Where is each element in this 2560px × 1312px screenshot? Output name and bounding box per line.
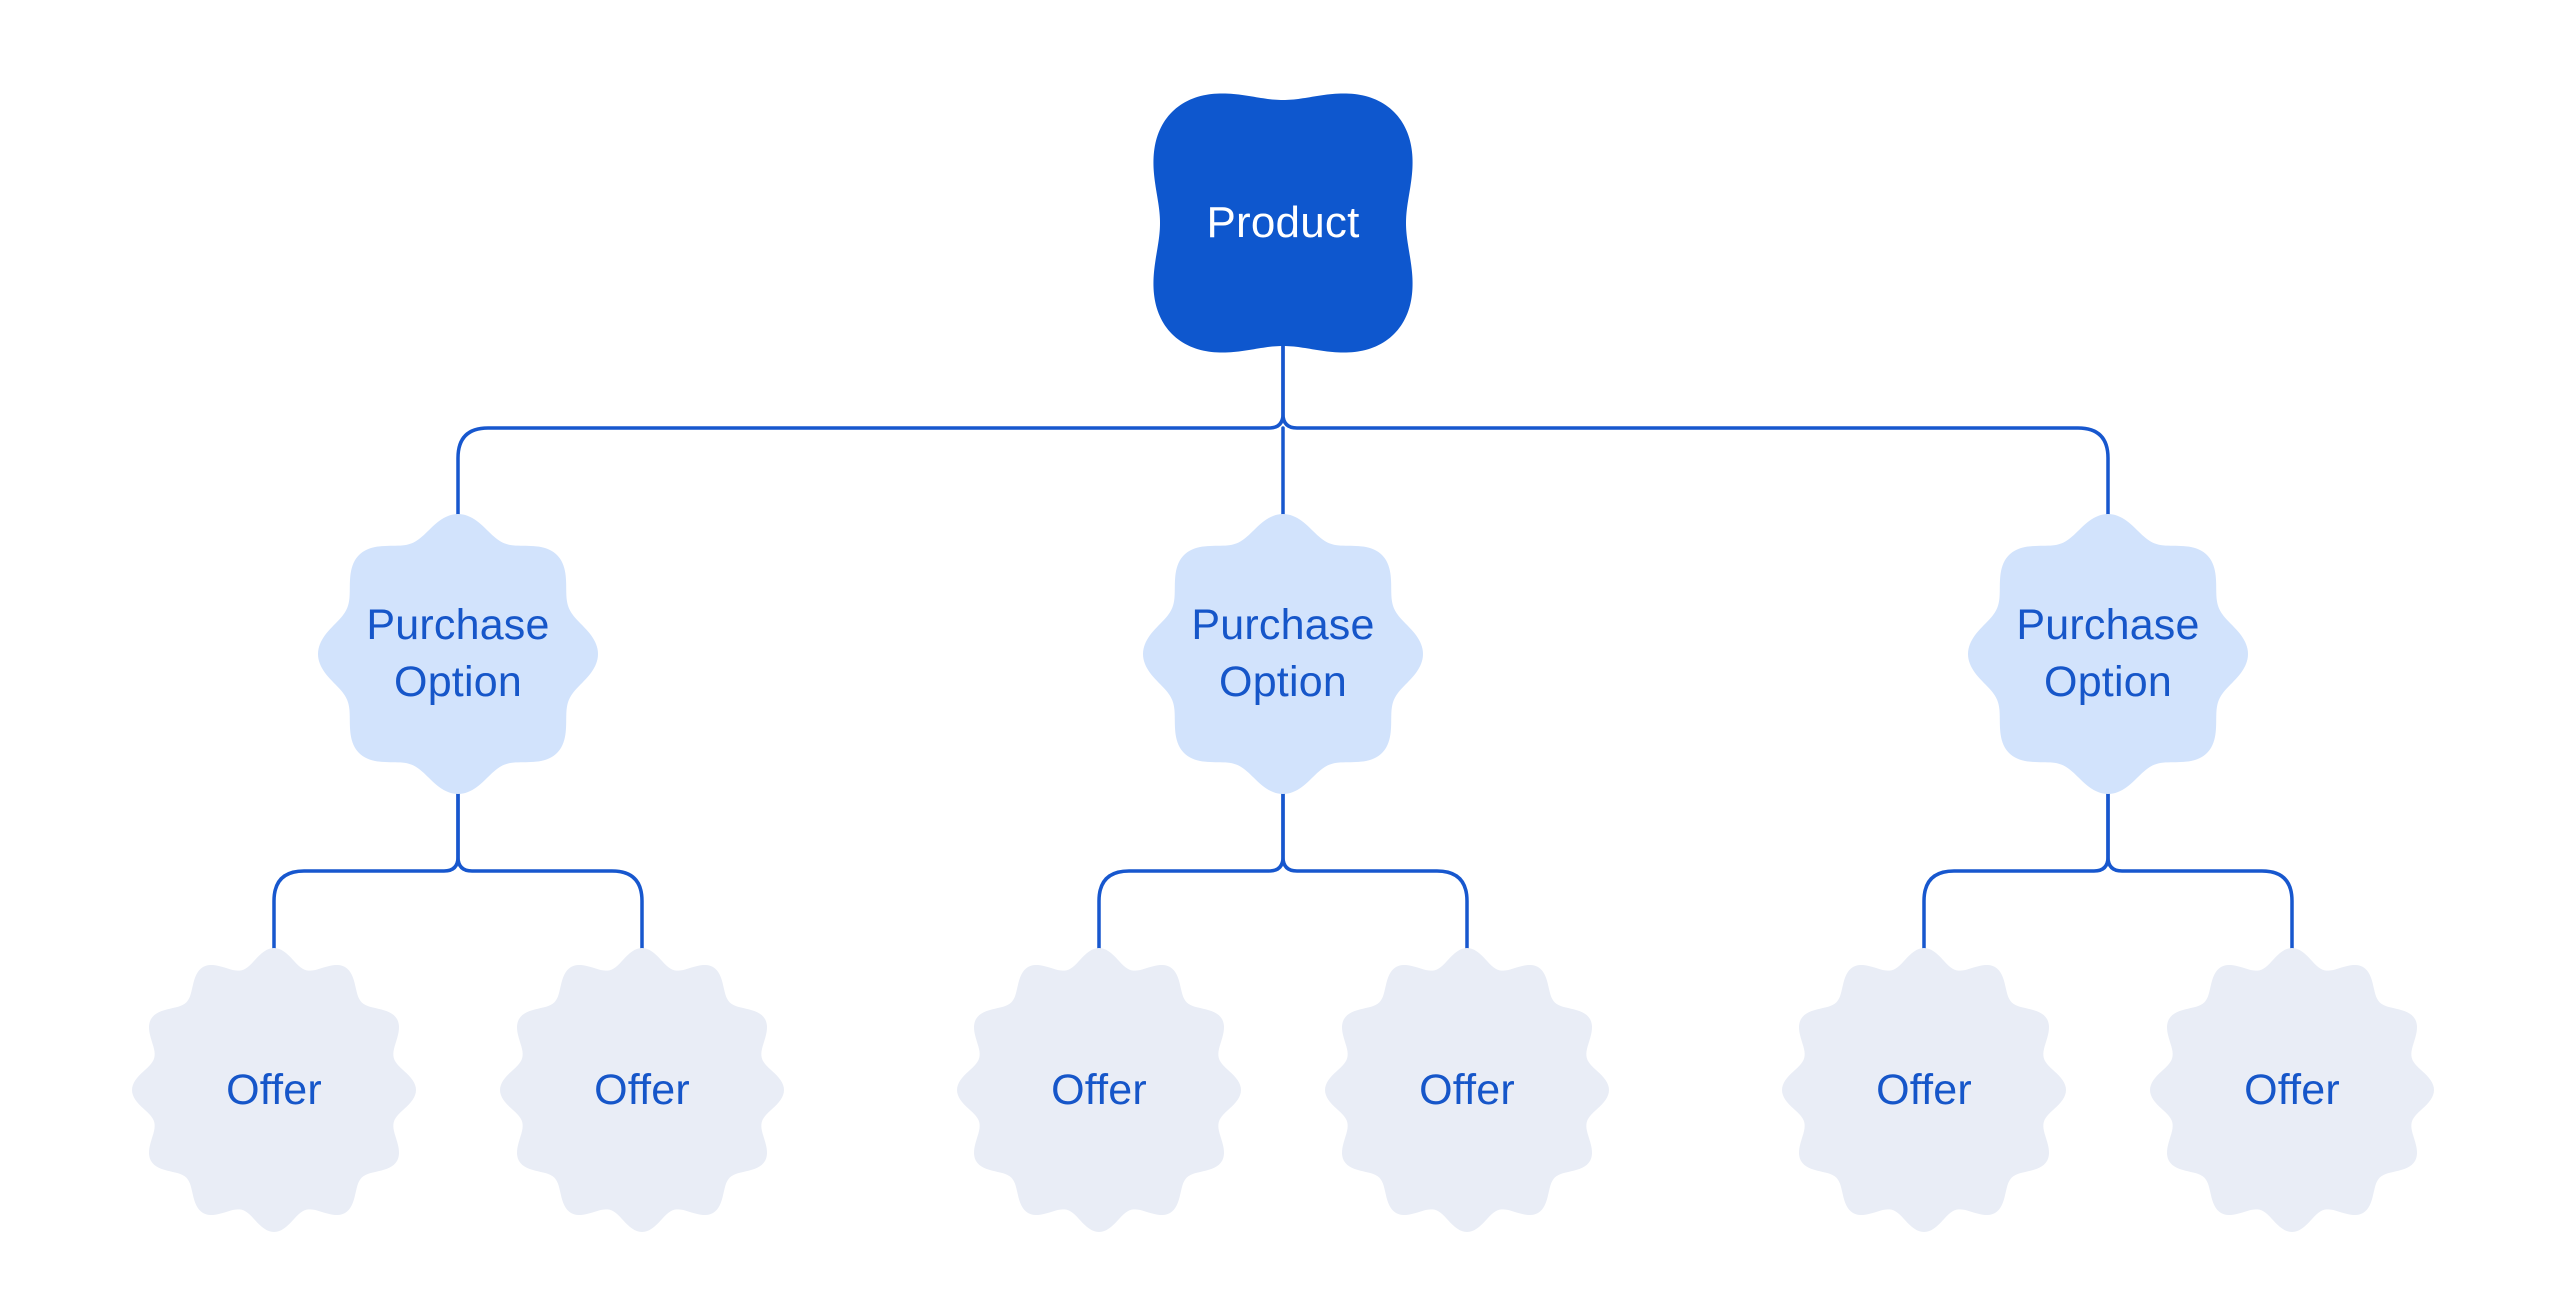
node-offer-1: Offer (124, 940, 424, 1240)
node-purchase-option-3: Purchase Option (1958, 504, 2258, 804)
offer-label: Offer (2244, 1065, 2340, 1114)
node-offer-3: Offer (949, 940, 1249, 1240)
node-offer-2: Offer (492, 940, 792, 1240)
offer-label: Offer (1876, 1065, 1972, 1114)
node-purchase-option-2: Purchase Option (1133, 504, 1433, 804)
offer-blob-shape (1782, 948, 2066, 1232)
offer-blob-shape (2150, 948, 2434, 1232)
offer-blob-shape (132, 948, 416, 1232)
product-blob-shape (1153, 93, 1413, 353)
offer-blob-shape (957, 948, 1241, 1232)
node-product: Product (1133, 73, 1433, 373)
product-label: Product (1206, 197, 1360, 247)
offer-label: Offer (1419, 1065, 1515, 1114)
offer-label: Offer (1051, 1065, 1147, 1114)
node-purchase-option-1: Purchase Option (308, 504, 608, 804)
offer-label: Offer (594, 1065, 690, 1114)
purchase-option-blob-shape (318, 514, 598, 794)
node-offer-5: Offer (1774, 940, 2074, 1240)
offer-label: Offer (226, 1065, 322, 1114)
node-offer-6: Offer (2142, 940, 2442, 1240)
purchase-option-blob-shape (1968, 514, 2248, 794)
offer-blob-shape (500, 948, 784, 1232)
offer-blob-shape (1325, 948, 1609, 1232)
purchase-option-label: Purchase Option (1191, 601, 1375, 706)
purchase-option-label: Purchase Option (2016, 601, 2200, 706)
purchase-option-label: Purchase Option (366, 601, 550, 706)
purchase-option-blob-shape (1143, 514, 1423, 794)
node-offer-4: Offer (1317, 940, 1617, 1240)
